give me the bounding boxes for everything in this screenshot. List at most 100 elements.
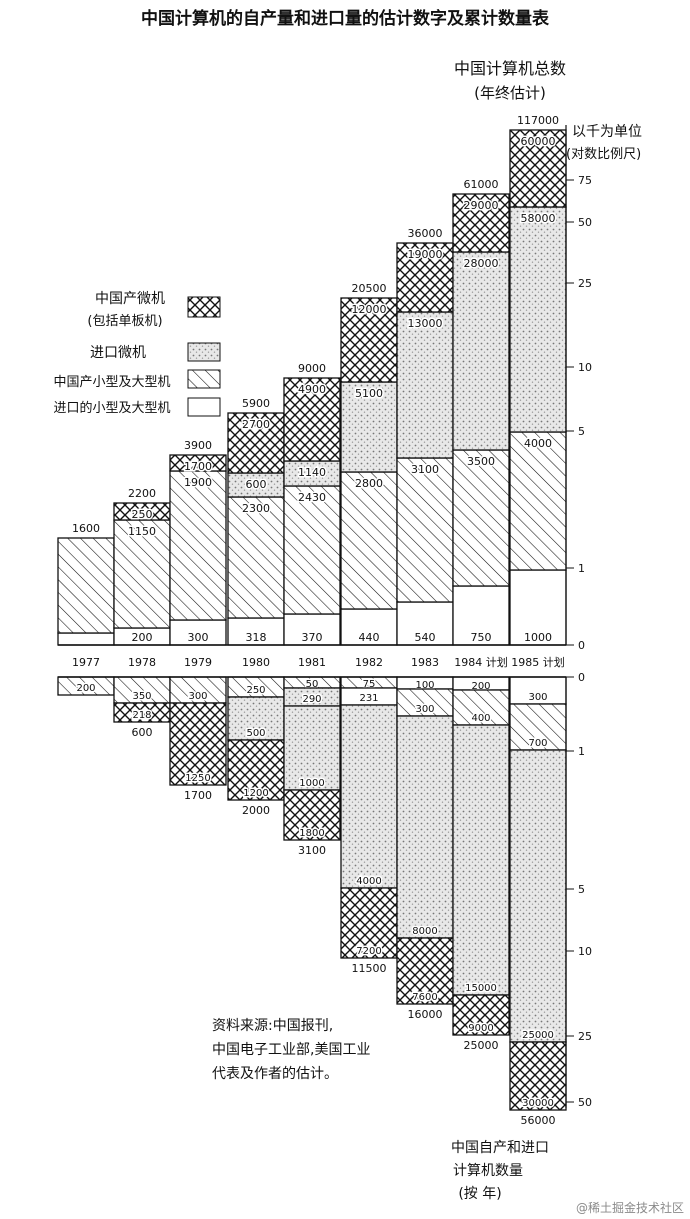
cumulative-total-label: 2200 bbox=[128, 487, 156, 500]
bottom-note-line3: (按 年) bbox=[458, 1186, 501, 1202]
bottom-note-line1: 中国自产和进口 bbox=[451, 1140, 549, 1156]
annual-axis-tick-label: 0 bbox=[578, 671, 585, 684]
legend-swatch-domestic-micro bbox=[187, 296, 221, 318]
cumulative-segment-label: 60000 bbox=[521, 135, 556, 148]
annual-axis-tick-label: 1 bbox=[578, 745, 585, 758]
cumulative-segment-label: 3100 bbox=[411, 463, 439, 476]
cumulative-segment-label: 300 bbox=[188, 631, 209, 644]
cumulative-segment-label: 370 bbox=[302, 631, 323, 644]
annual-segment-label: 231 bbox=[359, 693, 378, 704]
watermark: @稀土掘金技术社区 bbox=[576, 1200, 684, 1215]
cumulative-segment-label: 750 bbox=[471, 631, 492, 644]
annual-segment-label: 700 bbox=[528, 738, 547, 749]
cumulative-axis-tick-label: 5 bbox=[578, 425, 585, 438]
annual-segment-label: 300 bbox=[188, 691, 207, 702]
annual-total-label: 2000 bbox=[242, 804, 270, 817]
cumulative-total-label: 36000 bbox=[408, 227, 443, 240]
annual-segment-label: 300 bbox=[528, 692, 547, 703]
cumulative-segment-label: 58000 bbox=[521, 212, 556, 225]
annual-segment-imported-micro bbox=[396, 715, 454, 939]
cumulative-segment-imported-micro bbox=[452, 251, 510, 451]
cumulative-segment-imported-micro bbox=[509, 206, 567, 433]
annual-segment-label: 350 bbox=[132, 691, 151, 702]
legend: 中国产微机 (包括单板机) 进口微机 中国产小型及大型机 进口的小型及大型机 bbox=[53, 291, 221, 417]
annual-bar-1: 200 bbox=[57, 676, 115, 696]
bottom-note-line2: 计算机数量 bbox=[453, 1163, 523, 1179]
cumulative-axis-tick-label: 75 bbox=[578, 174, 592, 187]
year-label: 1985 计划 bbox=[511, 656, 565, 669]
annual-segment-label: 9000 bbox=[468, 1023, 493, 1034]
annual-segment-domestic-large bbox=[509, 703, 567, 751]
cumulative-total-label: 117000 bbox=[517, 114, 559, 127]
annual-total-label: 16000 bbox=[408, 1008, 443, 1021]
annual-total-label: 1700 bbox=[184, 789, 212, 802]
unit-note-line1: 以千为单位 bbox=[572, 124, 642, 140]
cumulative-segment-domestic-large bbox=[340, 471, 398, 610]
annual-segment-label: 218 bbox=[132, 710, 151, 721]
cumulative-segment-domestic-micro bbox=[283, 377, 341, 462]
cumulative-segment-imported-large bbox=[169, 619, 227, 646]
top-note-line1: 中国计算机总数 bbox=[454, 59, 566, 78]
cumulative-segment-imported-large bbox=[340, 608, 398, 646]
cumulative-segment-imported-micro bbox=[227, 472, 285, 498]
cumulative-segment-domestic-large bbox=[57, 537, 115, 634]
legend-swatch-domestic-large bbox=[187, 369, 221, 389]
annual-segment-imported-micro bbox=[283, 705, 341, 791]
cumulative-segment-domestic-micro bbox=[452, 193, 510, 253]
cumulative-segment-imported-micro bbox=[396, 311, 454, 459]
chart-title: 中国计算机的自产量和进口量的估计数字及累计数量表 bbox=[141, 8, 550, 29]
cumulative-segment-label: 440 bbox=[359, 631, 380, 644]
year-label: 1978 bbox=[128, 656, 156, 669]
cumulative-segment-imported-large bbox=[452, 585, 510, 646]
annual-segment-domestic-micro bbox=[169, 702, 227, 786]
year-label: 1983 bbox=[411, 656, 439, 669]
source-line2: 中国电子工业部,美国工业 bbox=[212, 1042, 370, 1058]
cumulative-segment-label: 1150 bbox=[128, 525, 156, 538]
cumulative-total-label: 9000 bbox=[298, 362, 326, 375]
cumulative-segment-label: 2430 bbox=[298, 491, 326, 504]
annual-segment-label: 7200 bbox=[356, 946, 381, 957]
cumulative-segment-label: 29000 bbox=[464, 199, 499, 212]
annual-axis-tick-label: 50 bbox=[578, 1096, 592, 1109]
source-line1: 资料来源:中国报刊, bbox=[212, 1018, 333, 1034]
annual-segment-domestic-large bbox=[396, 688, 454, 717]
annual-segment-label: 1200 bbox=[243, 788, 268, 799]
annual-total-label: 25000 bbox=[464, 1039, 499, 1052]
legend-label-imported-large: 进口的小型及大型机 bbox=[53, 400, 170, 416]
cumulative-segment-domestic-large bbox=[113, 519, 171, 629]
source-line3: 代表及作者的估计。 bbox=[212, 1066, 338, 1082]
cumulative-segment-label: 12000 bbox=[352, 303, 387, 316]
cumulative-segment-label: 4000 bbox=[524, 437, 552, 450]
cumulative-segment-label: 1140 bbox=[298, 466, 326, 479]
annual-axis-tick-label: 5 bbox=[578, 883, 585, 896]
cumulative-total-label: 61000 bbox=[464, 178, 499, 191]
year-label: 1979 bbox=[184, 656, 212, 669]
annual-segment-label: 500 bbox=[246, 728, 265, 739]
annual-segment-imported-micro bbox=[340, 704, 398, 889]
cumulative-segment-domestic-large bbox=[169, 470, 227, 621]
annual-segment-label: 7600 bbox=[412, 992, 437, 1003]
annual-segment-label: 25000 bbox=[522, 1030, 554, 1041]
year-label: 1977 bbox=[72, 656, 100, 669]
cumulative-segment-label: 4900 bbox=[298, 383, 326, 396]
cumulative-segment-domestic-large bbox=[509, 431, 567, 571]
annual-segment-domestic-large bbox=[169, 676, 227, 704]
cumulative-segment-label: 540 bbox=[415, 631, 436, 644]
legend-sublabel-domestic-micro: (包括单板机) bbox=[87, 314, 162, 329]
cumulative-total-label: 1600 bbox=[72, 522, 100, 535]
cumulative-segment-domestic-large bbox=[396, 457, 454, 603]
cumulative-segment-label: 3500 bbox=[467, 455, 495, 468]
annual-segment-label: 200 bbox=[76, 683, 95, 694]
